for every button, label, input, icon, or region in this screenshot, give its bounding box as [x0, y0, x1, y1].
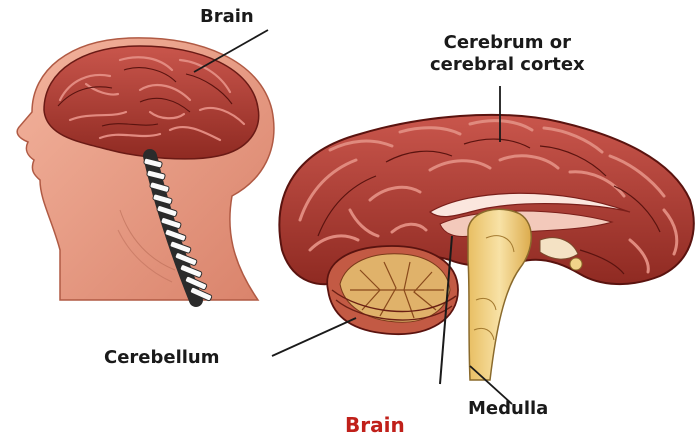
cerebellum-shape: [327, 246, 458, 334]
label-cerebrum-line2: cerebral cortex: [430, 54, 585, 76]
label-brain: Brain: [200, 6, 254, 28]
label-cerebrum: Cerebrum or cerebral cortex: [430, 32, 585, 76]
sagittal-brain: [279, 115, 693, 384]
caption-brain: Brain: [345, 414, 405, 436]
label-cerebellum: Cerebellum: [104, 347, 220, 369]
label-cerebrum-line1: Cerebrum or: [430, 32, 585, 54]
cerebellum-pointer-line: [272, 318, 356, 356]
label-medulla: Medulla: [468, 398, 548, 420]
